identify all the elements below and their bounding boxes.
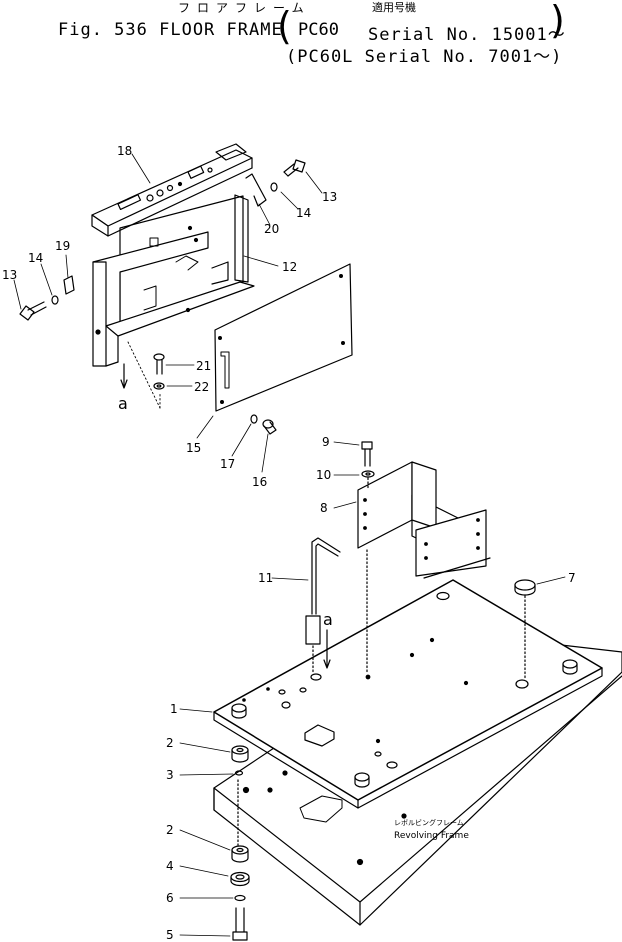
callout-11: 11 [258,571,273,585]
part-14-washer-right [270,182,278,192]
title-japanese: フロアフレーム [178,1,311,15]
part-19-clip [63,275,75,295]
callout-16: 16 [252,475,267,489]
part-21-bolt [153,353,165,375]
callout-13-left: 13 [2,268,17,282]
serial-range-pc60l: (PC60L Serial No. 7001～) [286,47,563,67]
part-9-bolt [361,441,373,467]
part-12-console-box [92,194,255,367]
callout-1: 1 [170,702,178,716]
callout-19: 19 [55,239,70,253]
callout-20: 20 [264,222,279,236]
callout-6: 6 [166,891,174,905]
callout-7: 7 [568,571,576,585]
part-15-side-cover [214,263,353,412]
callout-4: 4 [166,859,174,873]
close-paren: ) [550,0,565,42]
figure-title: Fig. 536 FLOOR FRAME [58,20,283,40]
callout-8: 8 [320,501,328,515]
part-14-washer-left [51,295,59,305]
part-8-bracket [357,461,491,673]
callout-18: 18 [117,144,132,158]
callout-2-lower: 2 [166,823,174,837]
mount-stack [230,745,250,941]
part-13-bolt-right [283,159,306,177]
floor-frame-plate [213,579,603,809]
part-7-cap [514,579,536,679]
part-17-washer [250,414,258,424]
ref-mark-a-lower: a [323,610,333,629]
part-22-washer [153,382,165,390]
serial-range-pc60: Serial No. 15001～ [368,25,566,45]
ref-mark-a-upper: a [118,394,128,413]
open-paren: ( [277,4,292,48]
revolving-frame-label-jp: レボルビングフレーム [394,818,464,827]
serial-heading-japanese: 適用号機 [372,1,416,14]
callout-21: 21 [196,359,211,373]
part-18-console-cover [91,143,253,237]
callout-22: 22 [194,380,209,394]
model-pc60: PC60 [298,20,339,40]
callout-14-right: 14 [296,206,311,220]
callout-10: 10 [316,468,331,482]
callout-13-right: 13 [322,190,337,204]
callout-14-left: 14 [28,251,43,265]
revolving-frame-label-en: Revolving Frame [394,831,469,841]
part-11-lock-rod [305,537,341,675]
part-13-bolt-left [19,301,47,321]
callout-12: 12 [282,260,297,274]
callout-17: 17 [220,457,235,471]
leader-lines [13,153,566,937]
callout-2-upper: 2 [166,736,174,750]
callout-5: 5 [166,928,174,942]
callout-15: 15 [186,441,201,455]
part-20-bracket [245,173,267,207]
part-10-washer [361,470,375,489]
callout-9: 9 [322,435,330,449]
callout-3: 3 [166,768,174,782]
part-16-knob [262,419,277,435]
